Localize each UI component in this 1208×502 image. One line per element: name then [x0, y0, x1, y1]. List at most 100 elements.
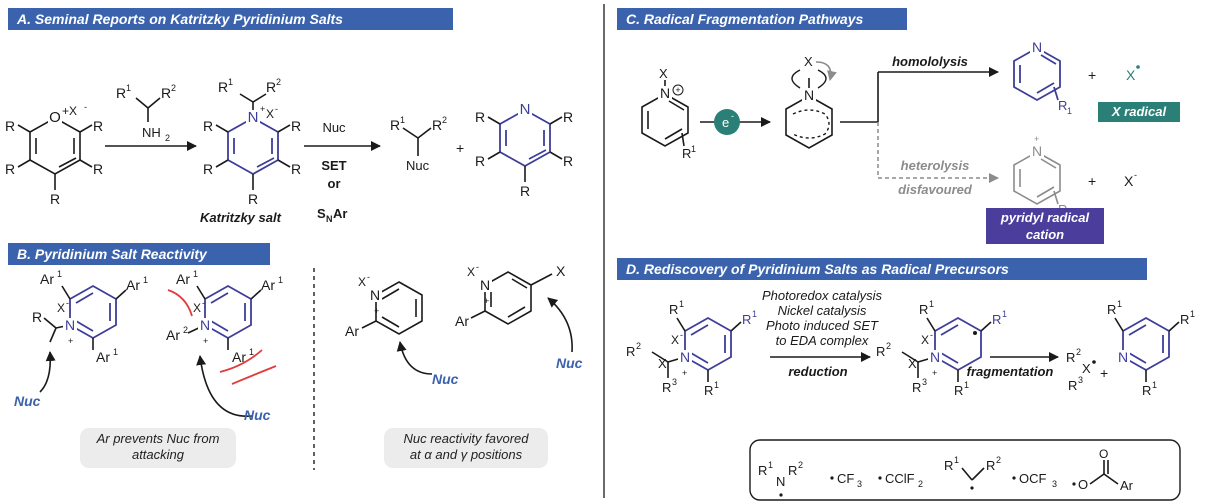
- svg-text:R: R: [563, 109, 573, 125]
- svg-text:Ar: Ar: [126, 277, 140, 293]
- svg-text:-: -: [66, 298, 69, 308]
- radical-intermediate: N X: [785, 54, 837, 149]
- svg-text:1: 1: [113, 347, 118, 357]
- svg-text:-: -: [930, 330, 933, 340]
- svg-text:1: 1: [714, 380, 719, 390]
- svg-text:1: 1: [768, 460, 773, 470]
- svg-text:N: N: [326, 214, 333, 224]
- svg-text:N: N: [65, 317, 75, 333]
- svg-text:-: -: [731, 111, 734, 121]
- svg-text:Nuc: Nuc: [406, 158, 430, 173]
- fragmentation-label: fragmentation: [967, 364, 1054, 379]
- svg-text:-: -: [275, 104, 278, 114]
- radical-dot-icon: [1136, 65, 1140, 69]
- pyrylium-counterion: +X: [62, 104, 77, 118]
- fragment-products-d: R 2 X R 3 + N R 1 R 1 R 1: [1066, 299, 1195, 398]
- curved-arrow-icon: [815, 61, 837, 81]
- svg-text:X: X: [671, 333, 679, 347]
- plus-charge-icon: [672, 84, 684, 96]
- nuc-label: Nuc: [14, 393, 41, 409]
- steric-shield-structure: Ar 1 Ar 1 Ar 1 R X - N + Nuc: [14, 269, 148, 409]
- svg-text:N: N: [1032, 39, 1042, 55]
- svg-text:R: R: [203, 161, 213, 177]
- curved-arrow-icon: [39, 351, 56, 393]
- svg-text:CClF: CClF: [885, 471, 915, 486]
- svg-text:X: X: [1082, 361, 1091, 376]
- svg-text:+: +: [456, 140, 464, 156]
- radical-dot-icon: [1092, 360, 1096, 364]
- svg-text:OCF: OCF: [1019, 471, 1047, 486]
- svg-text:1: 1: [143, 275, 148, 285]
- svg-text:1: 1: [278, 275, 283, 285]
- svg-text:N: N: [680, 349, 690, 365]
- amine-r2: R: [161, 85, 171, 101]
- reduction-label: reduction: [788, 364, 847, 379]
- pyrylium-r: R: [93, 161, 103, 177]
- svg-text:Nuc: Nuc: [432, 371, 459, 387]
- pyrylium-r: R: [93, 118, 103, 134]
- svg-text:N: N: [1032, 143, 1042, 159]
- svg-text:R: R: [1068, 378, 1077, 393]
- svg-text:+: +: [932, 368, 937, 378]
- svg-text:1: 1: [691, 144, 696, 154]
- svg-text:1: 1: [1152, 380, 1157, 390]
- svg-text:+: +: [68, 336, 73, 346]
- x-radical-badge: X radical: [1098, 102, 1180, 122]
- svg-text:R: R: [1107, 302, 1116, 317]
- svg-text:2: 2: [165, 133, 170, 143]
- svg-text:Photo induced SET: Photo induced SET: [766, 318, 879, 333]
- pyrylium-salt: O +X - R R R R R: [5, 102, 103, 207]
- svg-text:R: R: [32, 309, 42, 325]
- svg-text:R: R: [520, 183, 530, 199]
- counterion-charge: -: [84, 102, 87, 112]
- branching-arrows: homololysis heterolysis disfavoured: [840, 54, 999, 197]
- disfavoured-label: disfavoured: [898, 182, 973, 197]
- svg-text:X: X: [658, 356, 667, 371]
- svg-text:-: -: [367, 272, 370, 282]
- pyrylium-r: R: [5, 161, 15, 177]
- x-radical-symbol: X: [1126, 67, 1136, 83]
- homolysis-label: homololysis: [892, 54, 968, 69]
- svg-text:N: N: [804, 87, 814, 103]
- svg-text:R: R: [1142, 383, 1151, 398]
- reduction-conditions: Photoredox catalysis Nickel catalysis Ph…: [762, 288, 882, 379]
- reduced-pyridinium-d: R 1 R 1 R 1 R 2 X R 3 X - N +: [876, 299, 1007, 398]
- svg-text:-: -: [476, 262, 479, 272]
- svg-text:R: R: [432, 117, 442, 133]
- pyridinium-nitrogen: N: [248, 109, 259, 126]
- svg-text:3: 3: [672, 377, 677, 387]
- katritzky-salt-label: Katritzky salt: [200, 210, 282, 225]
- svg-text:2: 2: [442, 115, 447, 125]
- curved-arrow-icon: [547, 297, 573, 353]
- svg-text:1: 1: [929, 299, 934, 309]
- svg-text:1: 1: [1117, 299, 1122, 309]
- svg-text:R: R: [475, 153, 485, 169]
- svg-text:Ar: Ar: [455, 313, 469, 329]
- svg-text:+: +: [1100, 365, 1108, 381]
- svg-text:1: 1: [1002, 309, 1007, 319]
- n-x-pyridinium: N + X R 1: [641, 66, 696, 161]
- svg-text:N: N: [660, 85, 670, 101]
- svg-text:Photoredox catalysis: Photoredox catalysis: [762, 288, 882, 303]
- svg-text:R: R: [626, 344, 635, 359]
- svg-text:R: R: [669, 302, 678, 317]
- svg-text:N: N: [520, 101, 531, 118]
- svg-text:R: R: [203, 118, 213, 134]
- svg-text:2: 2: [918, 479, 923, 489]
- panel-d-title: D. Rediscovery of Pyridinium Salts as Ra…: [617, 258, 1147, 280]
- n-aryl-pyridinium-1: N + X - Ar Nuc: [345, 272, 459, 387]
- steric-clash-arc-icon: [219, 349, 263, 373]
- svg-text:1: 1: [1067, 106, 1072, 116]
- svg-text:2: 2: [886, 341, 891, 351]
- svg-text:R: R: [390, 117, 400, 133]
- svg-text:N: N: [200, 317, 210, 333]
- svg-text:R: R: [986, 458, 995, 473]
- svg-text:+: +: [675, 85, 680, 95]
- svg-text:3: 3: [922, 377, 927, 387]
- radical-scope: R 1 N R 2 CF 3 CClF 2 R 1 R 2 OCF 3 O O …: [758, 447, 1134, 497]
- svg-text:R: R: [291, 161, 301, 177]
- steric-clash-arc-icon: [167, 289, 193, 317]
- steric-note: Ar prevents Nuc from attacking: [80, 428, 236, 468]
